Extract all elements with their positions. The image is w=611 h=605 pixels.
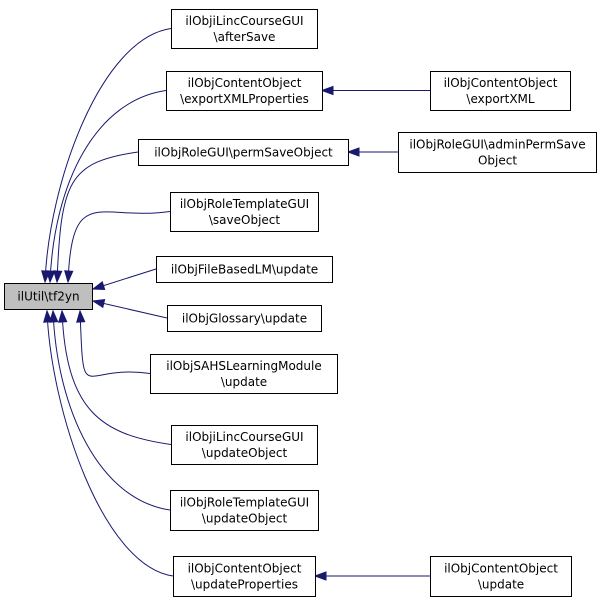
edge-n3a-to-n3-arrow (346, 147, 360, 157)
caller-node-label: ilObjRoleGUI\adminPermSave (409, 138, 585, 152)
edge-n6-to-root (92, 300, 168, 319)
caller-node: ilObjiLincCourseGUI \afterSave (171, 9, 318, 49)
caller-node: ilObjRoleTemplateGUI \saveObject (170, 192, 319, 232)
edge-n4-to-root-arrow (64, 270, 74, 284)
caller-node-label: ilObjSAHSLearningModule (166, 359, 321, 373)
edge-n8-to-root (61, 310, 172, 445)
caller-node-label: ilObjContentObject (188, 562, 302, 576)
node-layer: ilUtil\tf2yn ilObjiLincCourseGUI \afterSav… (4, 9, 597, 597)
edge-n3-to-root (56, 151, 139, 283)
caller-node-label: \updateObject (202, 512, 288, 526)
caller-node-box (167, 305, 322, 332)
caller-node-box (398, 132, 597, 173)
edge-n2a-to-n2-arrow (320, 85, 334, 96)
edge-n6-to-root-arrow (91, 298, 106, 309)
caller-node-box (171, 9, 318, 49)
caller-node-label: \saveObject (209, 213, 281, 227)
caller-node-label: Object (478, 154, 517, 168)
edge-n9-to-root (52, 310, 171, 511)
caller-node-label: ilObjRoleGUI\permSaveObject (154, 146, 333, 160)
caller-node-label: ilObjiLincCourseGUI (185, 430, 303, 444)
caller-node-label: ilObjRoleTemplateGUI (180, 496, 309, 510)
edge-n10a-to-n10-arrow (313, 571, 327, 581)
caller-node: ilObjContentObject \exportXML (430, 71, 571, 111)
caller-node-label: \updateObject (202, 446, 288, 460)
edge-n1-to-root (44, 28, 172, 283)
caller-node-box (430, 556, 572, 597)
edge-n9-to-root-arrow (49, 309, 59, 323)
caller-node-label: ilObjContentObject (188, 76, 302, 90)
caller-node-label: \exportXML (466, 92, 534, 106)
edge-n7-to-root (79, 310, 151, 377)
caller-node: ilObjContentObject \exportXMLProperties (166, 71, 323, 111)
caller-node-label: \exportXMLProperties (180, 92, 309, 106)
edge-n7-to-root-arrow (76, 309, 86, 323)
caller-node-box (150, 354, 338, 394)
caller-node-label: \update (221, 375, 267, 389)
caller-node-box (166, 71, 323, 111)
edge-n4-to-root (67, 211, 171, 283)
caller-node-label: \afterSave (214, 30, 276, 44)
edge-n10-to-root (46, 310, 174, 577)
edge-n10-to-root-arrow (43, 309, 53, 323)
edge-n8-to-root-arrow (58, 309, 68, 323)
caller-node: ilObjRoleGUI\permSaveObject (138, 139, 349, 166)
caller-node-label: ilObjRoleTemplateGUI (180, 197, 309, 211)
caller-node: ilObjRoleTemplateGUI \updateObject (170, 490, 319, 531)
caller-node: ilObjFileBasedLM\update (156, 256, 333, 283)
caller-node: ilObjContentObject \update (430, 556, 572, 597)
caller-node-box (170, 490, 319, 531)
edge-n2-to-root (49, 90, 167, 283)
edge-n5-to-root-arrow (91, 281, 106, 291)
caller-node-box (171, 425, 318, 465)
caller-node: ilObjGlossary\update (167, 305, 322, 332)
caller-node-label: ilObjContentObject (444, 562, 558, 576)
edge-n2-to-root-arrow (46, 270, 56, 284)
caller-node-label: \updateProperties (191, 578, 298, 592)
caller-node-box (138, 139, 349, 166)
root-node: ilUtil\tf2yn (4, 283, 93, 310)
caller-node-label: ilObjContentObject (444, 76, 558, 90)
caller-node-box (173, 556, 316, 597)
caller-node-label: ilObjGlossary\update (182, 312, 307, 326)
caller-node-label: \update (478, 578, 524, 592)
caller-node-label: ilObjiLincCourseGUI (185, 14, 303, 28)
root-node-box (4, 283, 93, 310)
edge-n3-to-root-arrow (53, 270, 63, 284)
caller-node-box (430, 71, 571, 111)
caller-node-box (170, 192, 319, 232)
caller-node: ilObjiLincCourseGUI \updateObject (171, 425, 318, 465)
caller-node: ilObjSAHSLearningModule \update (150, 354, 338, 394)
edge-layer (41, 28, 430, 581)
caller-node: ilObjContentObject \updateProperties (173, 556, 316, 597)
caller-node-label: ilObjFileBasedLM\update (171, 263, 318, 277)
root-node-label: ilUtil\tf2yn (17, 290, 79, 304)
caller-node-box (156, 256, 333, 283)
